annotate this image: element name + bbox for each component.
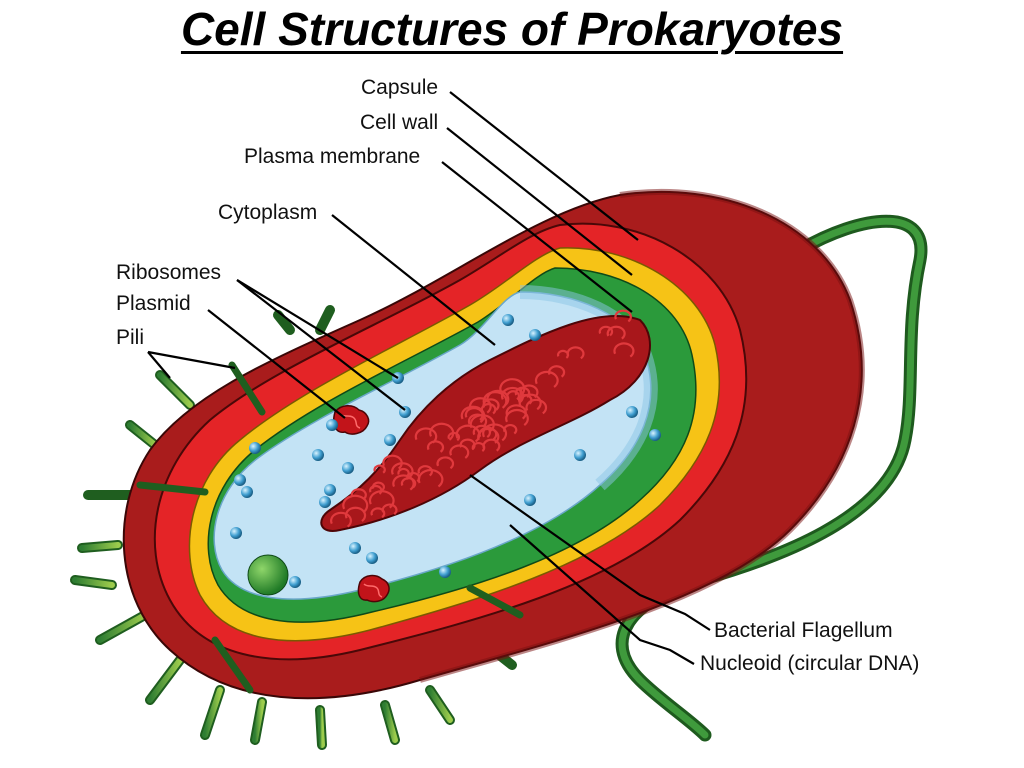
ribosome <box>649 429 661 441</box>
dna-coil <box>370 507 386 519</box>
dna-coil <box>469 397 492 414</box>
dna-coil <box>547 365 566 378</box>
label-flagellum: Bacterial Flagellum <box>714 619 893 642</box>
page-title: Cell Structures of Prokaryotes <box>0 2 1024 56</box>
ribosome <box>626 406 638 418</box>
ribosome <box>289 576 301 588</box>
dna-coil <box>505 404 527 420</box>
dna-coil <box>397 467 410 478</box>
dna-coil <box>606 325 626 340</box>
leader-cell-wall <box>446 127 633 276</box>
leader-nucleoid <box>509 524 695 665</box>
dna-coil <box>371 481 385 492</box>
ribosome <box>241 486 253 498</box>
leader-capsule <box>449 91 639 241</box>
ribosome <box>349 542 361 554</box>
label-capsule: Capsule <box>361 76 438 99</box>
dna-coil <box>525 398 548 415</box>
ribosome <box>312 449 324 461</box>
dna-coil <box>519 384 539 399</box>
dna-coil <box>426 440 445 453</box>
label-plasma-membrane: Plasma membrane <box>244 145 420 168</box>
dna-coil <box>342 494 369 514</box>
dna-coil <box>447 431 461 442</box>
dna-coil <box>417 465 433 477</box>
dna-coil <box>467 413 488 428</box>
leader-lines <box>147 91 711 665</box>
leader-ribosomes-a <box>236 279 399 379</box>
dna-coil <box>436 456 455 470</box>
dna-coil <box>613 342 635 358</box>
dna-coil <box>391 462 414 479</box>
ribosome <box>234 474 246 486</box>
dna-coil <box>505 408 529 426</box>
leader-ribosomes-b <box>236 279 406 411</box>
label-cell-wall: Cell wall <box>360 111 438 134</box>
dna-coil <box>471 441 486 452</box>
ribosome <box>384 434 396 446</box>
dna-coil <box>382 454 403 470</box>
ribosome <box>502 314 514 326</box>
leader-pili-b <box>147 350 236 370</box>
page-title-text: Cell Structures of Prokaryotes <box>180 3 844 55</box>
dna-coil <box>330 511 352 528</box>
ribosome <box>529 329 541 341</box>
dna-coil <box>392 474 415 491</box>
dna-coil <box>369 484 383 495</box>
dna-coil <box>449 444 470 459</box>
dna-coil <box>517 394 533 405</box>
nucleoid <box>320 309 651 532</box>
leader-plasmid <box>207 309 346 419</box>
leader-plasma-membrane <box>441 161 633 313</box>
plasmid-2 <box>357 574 390 603</box>
ribosome <box>524 494 536 506</box>
leader-pili-a <box>147 351 171 379</box>
ribosome <box>439 566 451 578</box>
pili-group <box>70 305 517 750</box>
leader-flagellum <box>469 474 711 631</box>
label-plasmid: Plasmid <box>116 292 191 315</box>
label-pili: Pili <box>116 326 144 349</box>
dna-coil <box>469 414 495 433</box>
dna-coil <box>506 390 520 401</box>
ribosome <box>366 552 378 564</box>
ribosome <box>326 419 338 431</box>
dna-coil <box>414 427 438 444</box>
storage-granule <box>247 554 289 596</box>
label-ribosomes: Ribosomes <box>116 261 221 284</box>
dna-coil <box>429 422 455 441</box>
ribosome <box>319 496 331 508</box>
leader-cytoplasm <box>331 214 496 346</box>
dna-coil <box>368 490 395 509</box>
dna-coil <box>482 391 508 409</box>
dna-coil <box>566 346 585 360</box>
dna-coil <box>350 488 367 501</box>
labels: Capsule Cell wall Plasma membrane Cytopl… <box>116 76 919 675</box>
dna-coil <box>477 427 500 444</box>
dna-coil <box>499 378 526 397</box>
ribosome <box>230 527 242 539</box>
ribosome <box>249 442 261 454</box>
label-nucleoid: Nucleoid (circular DNA) <box>700 652 919 675</box>
dna-coil <box>614 309 632 323</box>
dna-coil <box>482 423 508 442</box>
dna-coil <box>598 325 614 337</box>
dna-coil <box>417 468 444 488</box>
pili-bases <box>136 361 524 694</box>
dna-coil <box>373 464 386 474</box>
dna-coil <box>381 503 398 516</box>
ribosome <box>574 449 586 461</box>
ribosome <box>324 484 336 496</box>
ribosome <box>342 462 354 474</box>
flagellum <box>615 214 928 742</box>
label-cytoplasm: Cytoplasm <box>218 201 317 224</box>
dna-coil <box>459 438 476 451</box>
